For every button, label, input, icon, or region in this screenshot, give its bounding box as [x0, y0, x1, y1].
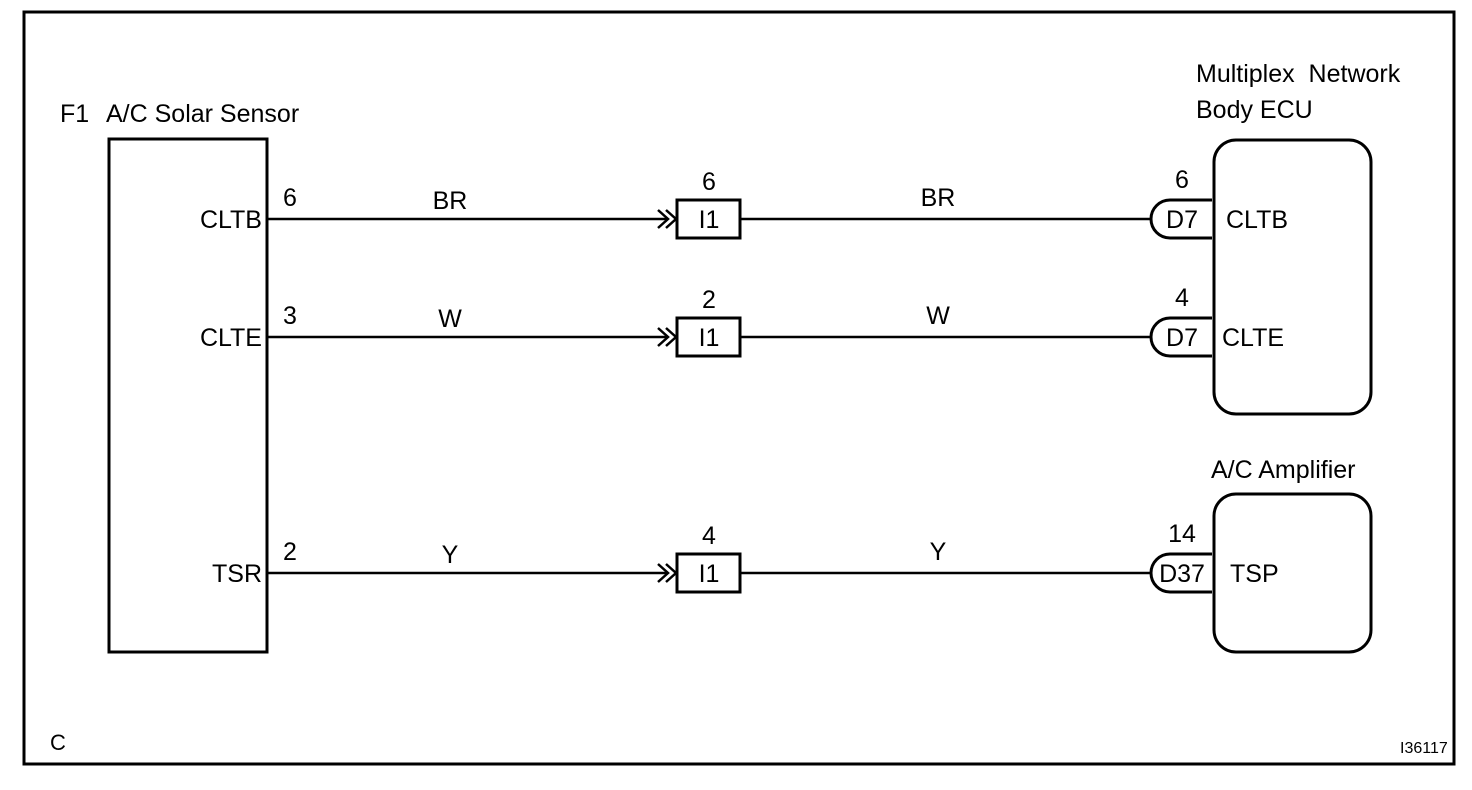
dest-connector-shape — [1149, 552, 1212, 594]
wire-color-left: Y — [442, 541, 459, 569]
ecu-name-line1: Multiplex Network — [1196, 60, 1401, 88]
dest-pin-number: 6 — [1175, 166, 1189, 194]
figure-id: I36117 — [1400, 740, 1448, 757]
junction-connector-box — [675, 198, 742, 240]
ecu-name-line2: Body ECU — [1196, 96, 1313, 124]
dest-pin-number: 14 — [1168, 520, 1196, 548]
dest-connector-label: D7 — [1166, 206, 1198, 234]
diagram-frame — [22, 10, 1456, 766]
wire-color-right: Y — [930, 538, 947, 566]
sensor-terminal-label: CLTE — [200, 324, 262, 352]
dest-terminal-label: TSP — [1230, 560, 1279, 588]
ecu-box — [1212, 138, 1373, 416]
amp-name: A/C Amplifier — [1211, 456, 1355, 484]
sensor-terminal-label: CLTB — [200, 206, 262, 234]
dest-terminal-label: CLTE — [1222, 324, 1284, 352]
sensor-box — [107, 137, 269, 654]
dest-connector-shape — [1149, 316, 1212, 358]
junction-pin-number: 4 — [702, 522, 716, 550]
wire-color-left: W — [438, 305, 462, 333]
junction-connector-label: I1 — [699, 206, 720, 234]
junction-pin-number: 6 — [702, 168, 716, 196]
dest-connector-shape — [1149, 198, 1212, 240]
junction-connector-label: I1 — [699, 560, 720, 588]
dest-terminal-label: CLTB — [1226, 206, 1288, 234]
sensor-pin-number: 6 — [283, 184, 297, 212]
dest-connector-label: D7 — [1166, 324, 1198, 352]
amp-box — [1212, 492, 1373, 654]
sensor-name: A/C Solar Sensor — [106, 100, 299, 128]
junction-pin-number: 2 — [702, 286, 716, 314]
sensor-code: F1 — [60, 100, 89, 128]
footer-letter: C — [50, 730, 66, 755]
wire-color-right: W — [926, 302, 950, 330]
dest-connector-label: D37 — [1159, 560, 1205, 588]
sensor-pin-number: 3 — [283, 302, 297, 330]
dest-pin-number: 4 — [1175, 284, 1189, 312]
sensor-terminal-label: TSR — [212, 560, 262, 588]
wire-color-right: BR — [921, 184, 956, 212]
wire-color-left: BR — [433, 187, 468, 215]
sensor-pin-number: 2 — [283, 538, 297, 566]
junction-connector-label: I1 — [699, 324, 720, 352]
